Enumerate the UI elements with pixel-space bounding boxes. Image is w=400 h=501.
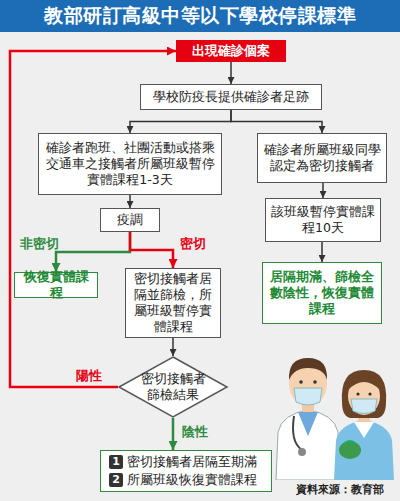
edge-label: 非密切 [20, 236, 59, 253]
process-box: 學校防疫長提供確診者足跡 [140, 84, 322, 110]
edge-label: 陽性 [76, 368, 102, 385]
node-text: 密切接觸者居隔並篩檢，所屬班級暫停實體課程 [131, 271, 215, 335]
node-text: 該班級暫停實體課程10天 [271, 204, 375, 236]
result-box: 恢復實體課程 [14, 272, 98, 298]
connector-arrow [130, 232, 173, 268]
callout-number: 1 [109, 455, 123, 469]
node-text: 確診者所屬班級同學認定為密切接觸者 [263, 142, 381, 174]
node-text: 確診者跑班、社團活動或搭乘交通車之接觸者所屬班級暫停實體課程1-3天 [44, 140, 216, 188]
process-box: 確診者跑班、社團活動或搭乘交通車之接觸者所屬班級暫停實體課程1-3天 [38, 133, 222, 195]
connector-arrow [130, 110, 231, 133]
diamond-shape [119, 357, 227, 417]
node-text: 密切接觸者篩檢結果 [138, 371, 208, 403]
connector-arrow [321, 242, 323, 262]
node-text: 學校防疫長提供確診者足跡 [153, 89, 309, 105]
decision-diamond: 密切接觸者篩檢結果 [118, 356, 228, 418]
connector-arrow [230, 62, 232, 84]
node-text: 疫調 [117, 212, 143, 228]
connector-arrow [172, 338, 174, 356]
list-row: 2 所屬班級恢復實體課程 [109, 472, 257, 488]
edge-label: 陰性 [182, 424, 208, 441]
node-text: 所屬班級恢復實體課程 [127, 472, 257, 488]
result-box: 1 密切接觸者居隔至期滿 2 所屬班級恢復實體課程 [100, 450, 272, 492]
start-box: 出現確診個案 [176, 40, 286, 62]
node-text: 出現確診個案 [192, 43, 270, 59]
edge-label: 密切 [180, 236, 206, 253]
title: 教部研訂高級中等以下學校停課標準 [44, 3, 356, 29]
node-text: 密切接觸者居隔至期滿 [127, 454, 257, 470]
doctor-illustration [268, 332, 398, 480]
callout-number: 2 [109, 473, 123, 487]
process-box: 該班級暫停實體課程10天 [265, 198, 381, 242]
node-text: 恢復實體課程 [20, 269, 92, 301]
connector-arrow [172, 418, 175, 450]
connector-arrow [56, 232, 130, 272]
process-box: 疫調 [100, 208, 160, 232]
node-text: 居隔期滿、篩檢全數陰性，恢復實體課程 [268, 269, 376, 317]
result-box: 居隔期滿、篩檢全數陰性，恢復實體課程 [262, 262, 382, 324]
connector-arrow [231, 110, 322, 133]
title-banner: 教部研訂高級中等以下學校停課標準 [0, 0, 400, 32]
process-box: 密切接觸者居隔並篩檢，所屬班級暫停實體課程 [125, 268, 221, 338]
connector-arrow [322, 183, 324, 198]
source-note: 資料來源：教育部 [296, 482, 384, 497]
list-row: 1 密切接觸者居隔至期滿 [109, 454, 257, 470]
connector-arrow [129, 195, 131, 208]
process-box: 確診者所屬班級同學認定為密切接觸者 [257, 133, 387, 183]
